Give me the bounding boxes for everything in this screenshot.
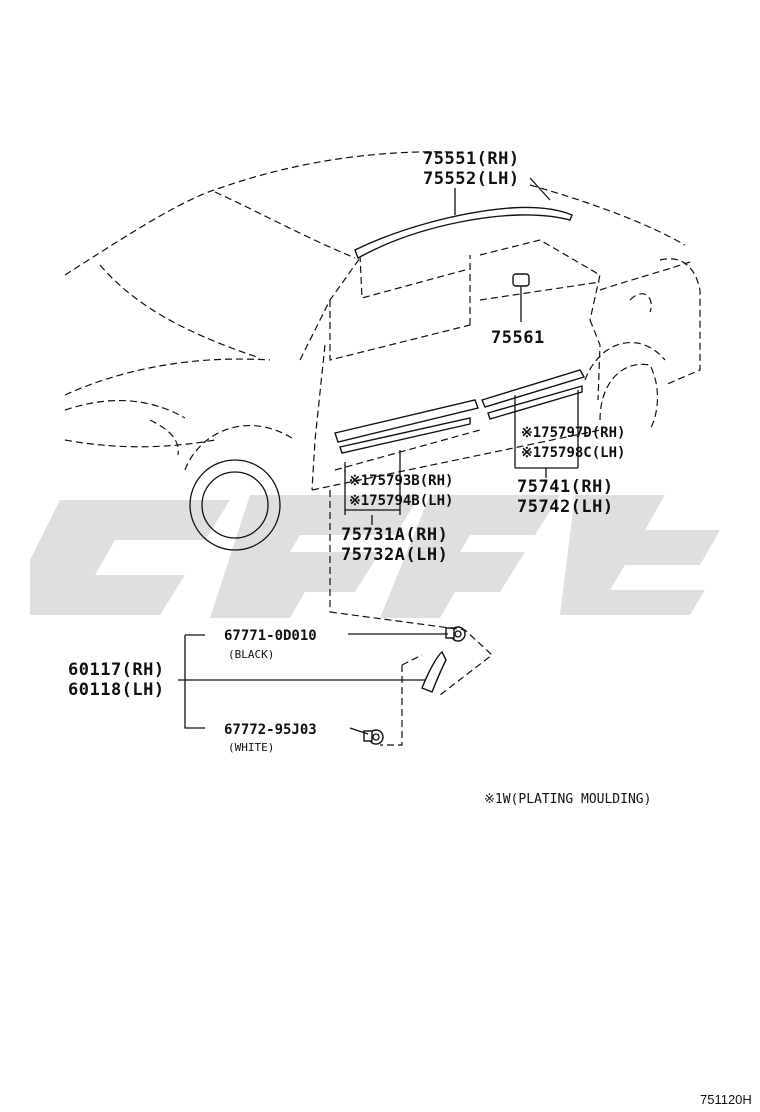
callout-garnish-rh: 60117(RH) xyxy=(68,660,165,680)
clip-black-part xyxy=(445,626,466,642)
leader-lines xyxy=(178,177,579,746)
callout-clip-white-color: (WHITE) xyxy=(228,741,274,754)
callout-front-plating-lh: ※175794B(LH) xyxy=(349,493,453,509)
front-door-plating-part xyxy=(339,417,471,454)
callout-rear-plating-rh: ※175797D(RH) xyxy=(521,425,625,441)
garnish-part xyxy=(421,650,447,693)
callout-rear-moulding-lh: 75742(LH) xyxy=(517,497,614,517)
callout-roof-rh: 75551(RH) xyxy=(423,149,520,169)
callout-rear-moulding-rh: 75741(RH) xyxy=(517,477,614,497)
front-door-moulding-part xyxy=(334,399,479,443)
callout-front-plating-rh: ※175793B(RH) xyxy=(349,473,453,489)
callout-clip-black-color: (BLACK) xyxy=(228,648,274,661)
callout-clip-white-pn: 67772-95J03 xyxy=(224,722,317,738)
clip-white-part xyxy=(363,729,384,745)
callout-clip-black-pn: 67771-0D010 xyxy=(224,628,317,644)
car-body-outline xyxy=(64,151,701,551)
callout-rear-plating-lh: ※175798C(LH) xyxy=(521,445,625,461)
roof-moulding-part xyxy=(354,206,573,260)
parts xyxy=(334,206,586,745)
footnote: ※1W(PLATING MOULDING) xyxy=(484,792,651,807)
callout-garnish-lh: 60118(LH) xyxy=(68,680,165,700)
watermark-logo xyxy=(30,495,720,618)
diagram-ref: 751120H xyxy=(700,1092,752,1107)
callout-labels: 75551(RH) 75552(LH) 75561 ※175793B(RH) ※… xyxy=(68,149,752,1107)
callout-roof-lh: 75552(LH) xyxy=(423,169,520,189)
callout-emblem: 75561 xyxy=(491,328,545,348)
callout-front-moulding-rh: 75731A(RH) xyxy=(341,525,448,545)
emblem-part xyxy=(512,273,530,287)
rear-door-plating-part xyxy=(487,385,583,420)
callout-front-moulding-lh: 75732A(LH) xyxy=(341,545,448,565)
rear-door-moulding-part xyxy=(481,369,586,408)
